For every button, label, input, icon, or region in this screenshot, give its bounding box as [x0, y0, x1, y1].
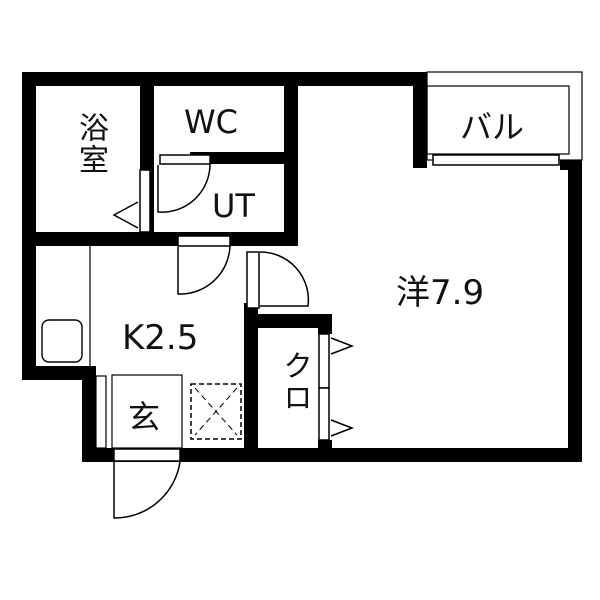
room-label-entrance: 玄 — [128, 398, 161, 436]
room-label-balcony: バル — [460, 108, 525, 146]
room-label-ut: UT — [212, 187, 255, 225]
room-label-western: 洋7.9 — [396, 273, 485, 313]
room-label-wc: WC — [184, 103, 238, 141]
room-label-closet: クロ — [277, 350, 312, 414]
room-label-kitchen: K2.5 — [122, 318, 199, 358]
room-label-bath: 浴室 — [73, 112, 108, 176]
